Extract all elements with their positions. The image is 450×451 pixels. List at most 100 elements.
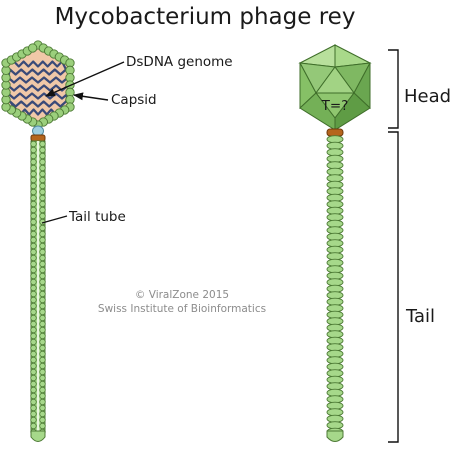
tail-bead [30, 272, 37, 280]
tail-bead [39, 386, 46, 394]
tail-bead [39, 278, 46, 286]
capsid-shell-beads [1, 40, 75, 130]
tail-bead [30, 350, 37, 358]
tail-bead [30, 266, 37, 274]
tail-bead [39, 242, 46, 250]
tail-bead [39, 188, 46, 196]
tail-bead [30, 404, 37, 412]
tail-tube-label: Tail tube [68, 209, 126, 225]
tail-bead [39, 302, 46, 310]
tail-bead [39, 194, 46, 202]
tail-bead [39, 392, 46, 400]
tail-bead [30, 416, 37, 424]
tail-bead [30, 422, 37, 430]
tail-bead [39, 398, 46, 406]
phage-cross-section [1, 40, 75, 442]
tail-bead [30, 344, 37, 352]
tail-bead [30, 194, 37, 202]
tail-bead [30, 230, 37, 238]
tail-bead [30, 326, 37, 334]
tail-bracket-icon [388, 131, 399, 443]
tail-bead [39, 152, 46, 160]
tail-bead [39, 320, 46, 328]
tail-bead [30, 254, 37, 262]
tail-external [326, 135, 344, 436]
tail-bead [39, 344, 46, 352]
tail-bead [30, 320, 37, 328]
tail-bead [39, 146, 46, 154]
tail-bead [30, 158, 37, 166]
triangulation-label: T=? [321, 98, 349, 114]
tail-bead [30, 356, 37, 364]
tail-bead [30, 296, 37, 304]
tail-bead [30, 338, 37, 346]
head-icosahedron-icon [298, 44, 372, 131]
collar [326, 128, 344, 137]
capsid-bead [28, 43, 38, 53]
tail-bead [39, 260, 46, 268]
tail-tube-cross-section [30, 140, 46, 436]
credit-line-2: Swiss Institute of Bioinformatics [98, 303, 266, 315]
tail-bead [39, 356, 46, 364]
tail-bead [39, 164, 46, 172]
tail-bead [39, 404, 46, 412]
tail-bead [30, 278, 37, 286]
tail-bead [30, 170, 37, 178]
credit-line-1: © ViralZone 2015 [135, 289, 229, 301]
tail-bead [30, 164, 37, 172]
tail-bead [39, 272, 46, 280]
tail-bead [30, 242, 37, 250]
tail-bead [30, 248, 37, 256]
tail-bead [30, 206, 37, 214]
tail-bead [39, 212, 46, 220]
tail-bead [30, 314, 37, 322]
tail-bead [39, 176, 46, 184]
tail-bead [39, 290, 46, 298]
head-label: Head [404, 86, 450, 107]
tail-bead [39, 254, 46, 262]
tail-bead [39, 266, 46, 274]
tail-bead [39, 374, 46, 382]
tail-bead [39, 368, 46, 376]
tail-bead [39, 158, 46, 166]
tail-bead [30, 284, 37, 292]
tail-bead [30, 332, 37, 340]
capsid-pointer-arrow-icon [73, 92, 109, 101]
tail-bead [30, 176, 37, 184]
tail-bead [39, 410, 46, 418]
genome-label: DsDNA genome [126, 54, 233, 70]
tail-bead [39, 200, 46, 208]
tail-bead [30, 392, 37, 400]
tail-channel [37, 141, 40, 431]
head-bracket-icon [388, 49, 399, 129]
genome-pointer-arrow-icon [45, 61, 125, 97]
tail-bead [30, 260, 37, 268]
tail-bead [30, 188, 37, 196]
tail-bead [30, 302, 37, 310]
tail-bead [39, 170, 46, 178]
tail-label: Tail [405, 306, 435, 327]
tail-bead [39, 350, 46, 358]
page-title: Mycobacterium phage rey [55, 4, 356, 30]
tail-bead [30, 182, 37, 190]
tail-tube-pointer [41, 215, 68, 224]
tail-bead [39, 422, 46, 430]
collar [30, 134, 46, 142]
tail-bead [30, 410, 37, 418]
tail-bead [30, 374, 37, 382]
tail-bead [30, 290, 37, 298]
tail-bead [30, 386, 37, 394]
tail-bead [30, 308, 37, 316]
tail-bead [30, 224, 37, 232]
tail-bead [39, 206, 46, 214]
tail-bead [30, 362, 37, 370]
tail-bead [30, 152, 37, 160]
tail-bead [39, 284, 46, 292]
tail-bead [39, 224, 46, 232]
tail-tip [30, 430, 46, 442]
tail-bead [39, 314, 46, 322]
tail-bead [39, 140, 46, 148]
tail-bead [30, 368, 37, 376]
